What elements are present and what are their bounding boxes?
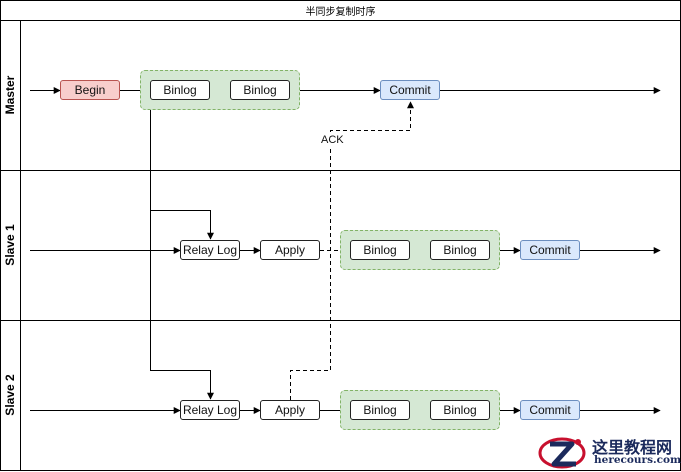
diagram-title: 半同步复制时序 xyxy=(305,6,376,18)
dump-arrow-slave2 xyxy=(150,210,214,400)
lane-label-slave1: Slave 1 xyxy=(3,224,17,266)
dump-arrow-slave1 xyxy=(150,110,214,240)
site-url: herecours.com xyxy=(594,454,681,466)
slave2-apply-node: Apply xyxy=(260,400,320,420)
lane-label-master: Master xyxy=(3,75,17,115)
ack-label: ACK xyxy=(320,134,345,146)
slave2-binlog-node-2: Binlog xyxy=(430,400,490,420)
lane-label-slave2: Slave 2 xyxy=(3,374,17,416)
slave1-apply-node: Apply xyxy=(260,240,320,260)
slave2-commit-node: Commit xyxy=(520,400,580,420)
master-binlog-node-2: Binlog xyxy=(230,80,290,100)
site-name: 这里教程网 xyxy=(592,438,673,457)
slave2-binlog-node-1: Binlog xyxy=(350,400,410,420)
master-commit-node: Commit xyxy=(380,80,440,100)
site-logo-icon xyxy=(538,437,586,469)
site-watermark: 这里教程网 herecours.com xyxy=(532,432,681,472)
slave2-relay-log-node: Relay Log xyxy=(180,400,240,420)
ack-arrow xyxy=(290,101,414,400)
master-binlog-node-1: Binlog xyxy=(150,80,210,100)
slave1-binlog-node-1: Binlog xyxy=(350,240,410,260)
master-begin-node: Begin xyxy=(60,80,120,100)
slave1-commit-node: Commit xyxy=(520,240,580,260)
slave1-relay-log-node: Relay Log xyxy=(180,240,240,260)
slave1-binlog-node-2: Binlog xyxy=(430,240,490,260)
